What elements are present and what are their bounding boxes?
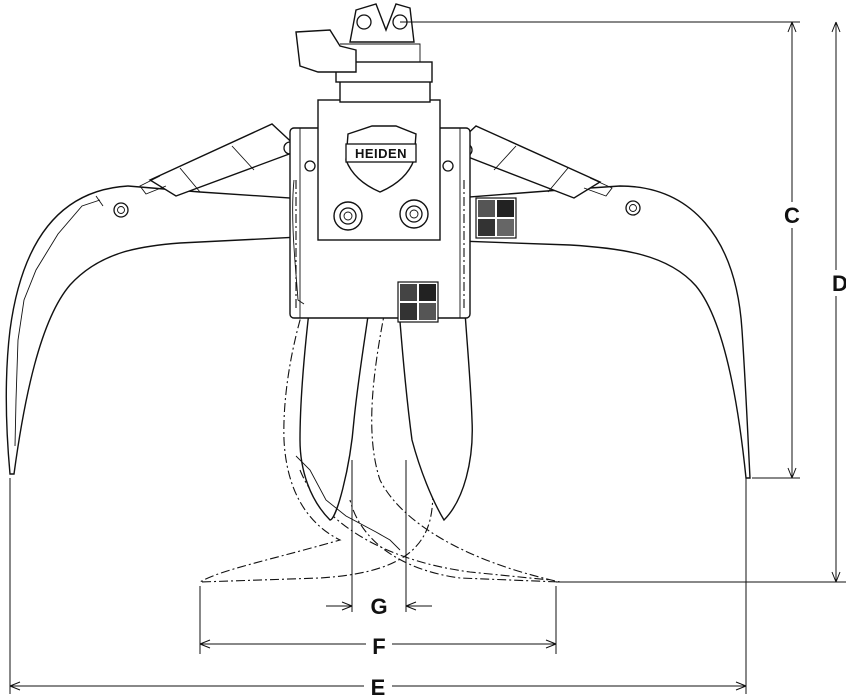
left-hydraulic-cylinder <box>139 123 302 197</box>
dimension-label-d: D <box>832 271 846 296</box>
heiden-logo: HEIDEN <box>345 125 417 193</box>
left-outer-jaw <box>5 185 321 475</box>
safety-pictogram-icon <box>475 197 517 239</box>
dimension-label-c: C <box>784 203 800 228</box>
right-hydraulic-cylinder <box>448 125 613 199</box>
dimension-label-e: E <box>371 675 386 700</box>
pivot-pins <box>304 160 454 231</box>
rotator-mount <box>295 3 433 103</box>
dimension-label-g: G <box>370 594 387 619</box>
dimension-labels: C D E F G <box>364 202 846 700</box>
safety-pictogram-icon <box>397 281 439 323</box>
logo-text: HEIDEN <box>355 146 407 161</box>
right-outer-jaw <box>429 185 751 479</box>
dimension-label-f: F <box>372 634 385 659</box>
